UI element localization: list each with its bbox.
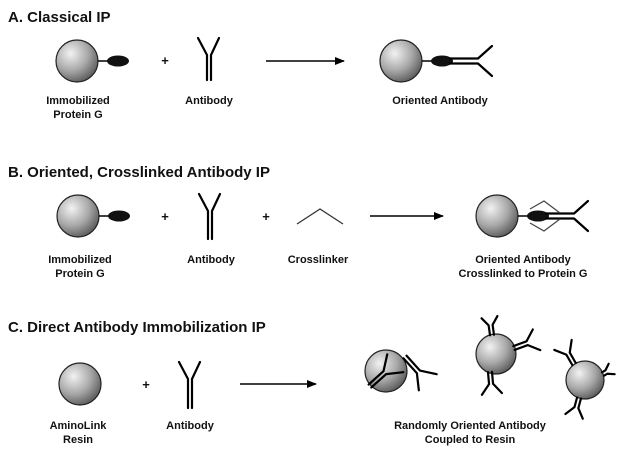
plus-sign: +: [262, 209, 270, 224]
resin-bead: [58, 362, 102, 406]
plus-sign: +: [161, 53, 169, 68]
crosslinker-label: Crosslinker: [288, 254, 349, 266]
random-antibody-bead-3: [553, 338, 616, 420]
section-a: A. Classical IP Immobilized Protein G + …: [8, 9, 494, 121]
result-label-line1: Randomly Oriented Antibody: [394, 420, 547, 432]
protein-g-label-line2: Protein G: [55, 268, 105, 280]
antibody-label: Antibody: [166, 420, 215, 432]
protein-g-bead: [55, 39, 129, 83]
plus-sign: +: [161, 209, 169, 224]
plus-sign: +: [142, 377, 150, 392]
oriented-antibody-complex: [379, 39, 494, 83]
protein-g-label-line2: Protein G: [53, 109, 103, 121]
section-a-title: A. Classical IP: [8, 9, 111, 26]
antibody-icon: [177, 360, 202, 410]
result-label-line2: Crosslinked to Protein G: [459, 268, 588, 280]
section-c: C. Direct Antibody Immobilization IP Ami…: [8, 314, 616, 446]
protein-g-label-line1: Immobilized: [46, 95, 110, 107]
result-label-line2: Coupled to Resin: [425, 434, 516, 446]
result-label: Oriented Antibody: [392, 95, 488, 107]
antibody-label: Antibody: [187, 254, 236, 266]
section-c-title: C. Direct Antibody Immobilization IP: [8, 319, 266, 336]
resin-label-line2: Resin: [63, 434, 93, 446]
section-b-title: B. Oriented, Crosslinked Antibody IP: [8, 164, 270, 181]
antibody-label: Antibody: [185, 95, 234, 107]
random-antibody-bead-1: [364, 349, 438, 393]
resin-label-line1: AminoLink: [50, 420, 108, 432]
antibody-icon: [196, 36, 221, 82]
section-b: B. Oriented, Crosslinked Antibody IP Imm…: [8, 164, 590, 280]
random-antibody-bead-2: [475, 314, 542, 396]
protein-g-bead: [56, 194, 130, 238]
antibody-icon: [197, 192, 222, 241]
protein-g-label-line1: Immobilized: [48, 254, 112, 266]
crosslinked-antibody-complex: [475, 194, 590, 238]
result-label-line1: Oriented Antibody: [475, 254, 571, 266]
crosslinker-icon: [296, 208, 344, 225]
